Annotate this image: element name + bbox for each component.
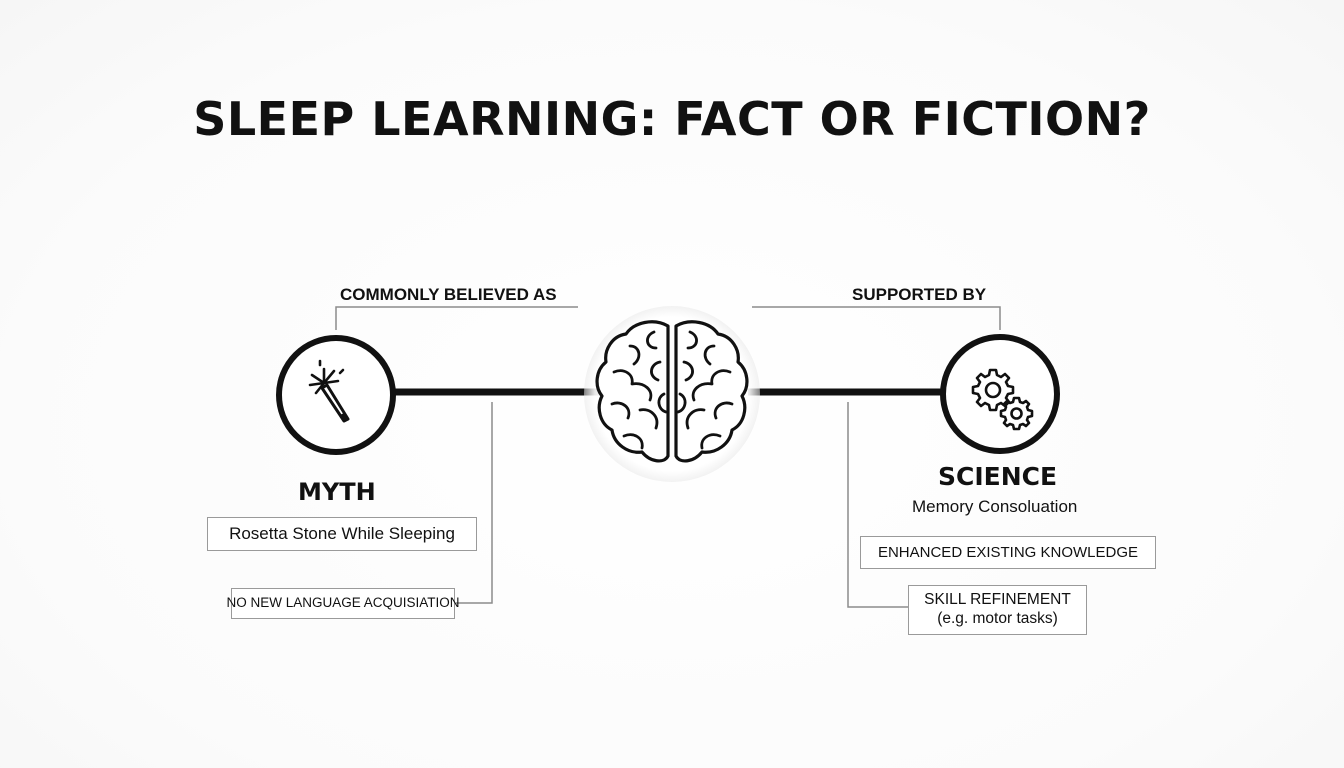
science-heading: SCIENCE	[938, 462, 1058, 491]
science-subheading: Memory Consoluation	[912, 497, 1078, 516]
science-box-enhanced: ENHANCED EXISTING KNOWLEDGE	[860, 536, 1156, 569]
magic-wand-icon	[308, 359, 350, 423]
myth-box-rosetta: Rosetta Stone While Sleeping	[207, 517, 477, 551]
left-connector-label: COMMONLY BELIEVED AS	[340, 285, 557, 304]
science-box-skill: SKILL REFINEMENT (e.g. motor tasks)	[908, 585, 1087, 635]
science-box-skill-line1: SKILL REFINEMENT	[924, 591, 1071, 609]
left-label-bracket	[335, 306, 578, 330]
page-title: SLEEP LEARNING: FACT OR FICTION?	[193, 92, 1151, 146]
myth-box-rosetta-text: Rosetta Stone While Sleeping	[229, 523, 455, 543]
brain-hub	[584, 306, 760, 482]
right-box-connector	[847, 402, 908, 608]
science-node	[940, 334, 1060, 454]
science-box-enhanced-text: ENHANCED EXISTING KNOWLEDGE	[877, 543, 1139, 561]
right-connector-label: SUPPORTED BY	[852, 285, 987, 304]
science-box-skill-line2: (e.g. motor tasks)	[937, 610, 1058, 627]
left-box-connector	[456, 402, 493, 604]
gears-icon	[971, 368, 1034, 431]
myth-node	[276, 335, 396, 455]
myth-heading: MYTH	[298, 478, 376, 506]
brain-icon	[595, 320, 749, 463]
myth-box-no-acquisition: NO NEW LANGUAGE ACQUISIATION	[226, 588, 460, 619]
myth-box-no-acquisition-text: NO NEW LANGUAGE ACQUISIATION	[226, 595, 460, 611]
right-label-bracket	[752, 306, 1001, 330]
